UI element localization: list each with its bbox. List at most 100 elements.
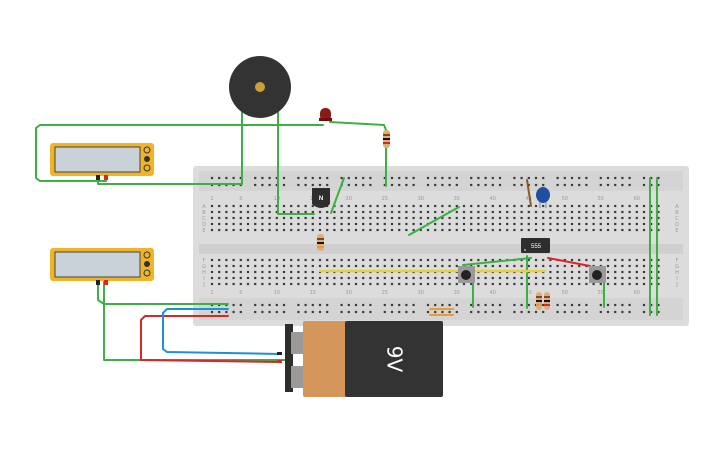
breadboard-hole[interactable]: [520, 222, 523, 226]
multimeter-2-terminal-a[interactable]: [143, 251, 151, 259]
breadboard-hole[interactable]: [218, 264, 221, 268]
breadboard-hole[interactable]: [614, 183, 617, 187]
breadboard-hole[interactable]: [347, 183, 350, 187]
breadboard-hole[interactable]: [542, 276, 545, 280]
battery-9v[interactable]: 9V: [277, 321, 443, 397]
breadboard-hole[interactable]: [419, 258, 422, 262]
breadboard-hole[interactable]: [621, 276, 624, 280]
breadboard-hole[interactable]: [614, 222, 617, 226]
breadboard-hole[interactable]: [268, 258, 271, 262]
breadboard-hole[interactable]: [369, 216, 372, 220]
breadboard-hole[interactable]: [635, 228, 638, 232]
breadboard-hole[interactable]: [354, 258, 358, 262]
breadboard-hole[interactable]: [254, 264, 257, 268]
breadboard-hole[interactable]: [455, 282, 458, 286]
battery-terminal-bottom[interactable]: [291, 366, 303, 388]
breadboard-hole[interactable]: [599, 303, 602, 307]
breadboard-hole[interactable]: [592, 258, 595, 262]
breadboard-hole[interactable]: [520, 216, 523, 220]
breadboard-hole[interactable]: [498, 222, 502, 226]
breadboard-hole[interactable]: [290, 270, 293, 274]
breadboard-hole[interactable]: [441, 310, 444, 314]
breadboard-hole[interactable]: [599, 222, 602, 226]
breadboard-hole[interactable]: [506, 282, 509, 286]
breadboard-hole[interactable]: [232, 303, 235, 307]
breadboard-hole[interactable]: [218, 270, 221, 274]
breadboard-hole[interactable]: [563, 204, 566, 208]
breadboard-hole[interactable]: [462, 222, 466, 226]
breadboard-hole[interactable]: [326, 183, 329, 187]
breadboard-hole[interactable]: [527, 282, 530, 286]
breadboard-hole[interactable]: [290, 228, 293, 232]
breadboard-hole[interactable]: [642, 222, 646, 226]
breadboard-hole[interactable]: [210, 204, 214, 208]
wire-green-transistor-diag[interactable]: [330, 177, 345, 214]
breadboard-hole[interactable]: [657, 258, 660, 262]
breadboard-hole[interactable]: [297, 264, 300, 268]
breadboard-hole[interactable]: [354, 310, 358, 314]
breadboard-hole[interactable]: [304, 303, 307, 307]
breadboard-hole[interactable]: [484, 310, 487, 314]
breadboard-hole[interactable]: [239, 276, 242, 280]
breadboard-hole[interactable]: [506, 276, 509, 280]
breadboard-hole[interactable]: [448, 183, 451, 187]
breadboard-hole[interactable]: [419, 222, 422, 226]
breadboard-hole[interactable]: [297, 210, 300, 214]
breadboard-hole[interactable]: [383, 282, 386, 286]
breadboard-hole[interactable]: [441, 216, 444, 220]
breadboard-hole[interactable]: [218, 204, 221, 208]
breadboard-hole[interactable]: [542, 228, 545, 232]
breadboard-hole[interactable]: [246, 210, 250, 214]
breadboard-hole[interactable]: [333, 228, 336, 232]
breadboard-hole[interactable]: [549, 264, 552, 268]
breadboard-hole[interactable]: [534, 276, 538, 280]
breadboard-hole[interactable]: [657, 303, 660, 307]
breadboard-hole[interactable]: [246, 222, 250, 226]
wire-blue-battery[interactable]: [162, 308, 281, 355]
breadboard-hole[interactable]: [484, 183, 487, 187]
breadboard-hole[interactable]: [455, 176, 458, 180]
breadboard-hole[interactable]: [592, 204, 595, 208]
breadboard-hole[interactable]: [477, 210, 480, 214]
breadboard-hole[interactable]: [383, 310, 386, 314]
breadboard-hole[interactable]: [282, 282, 286, 286]
breadboard-hole[interactable]: [268, 204, 271, 208]
breadboard-hole[interactable]: [282, 176, 286, 180]
breadboard-hole[interactable]: [657, 183, 660, 187]
breadboard-hole[interactable]: [621, 310, 624, 314]
breadboard-hole[interactable]: [498, 282, 502, 286]
breadboard-hole[interactable]: [376, 204, 379, 208]
breadboard-hole[interactable]: [261, 183, 264, 187]
breadboard-hole[interactable]: [563, 216, 566, 220]
breadboard-hole[interactable]: [390, 222, 394, 226]
breadboard-hole[interactable]: [520, 258, 523, 262]
breadboard-hole[interactable]: [470, 222, 473, 226]
breadboard-hole[interactable]: [628, 210, 631, 214]
breadboard-hole[interactable]: [304, 276, 307, 280]
breadboard-hole[interactable]: [304, 216, 307, 220]
breadboard-hole[interactable]: [297, 216, 300, 220]
breadboard-hole[interactable]: [441, 264, 444, 268]
breadboard-hole[interactable]: [628, 183, 631, 187]
breadboard-hole[interactable]: [434, 204, 437, 208]
breadboard-hole[interactable]: [434, 183, 437, 187]
breadboard-hole[interactable]: [527, 222, 530, 226]
breadboard-hole[interactable]: [268, 216, 271, 220]
breadboard-hole[interactable]: [304, 310, 307, 314]
wire-green-meter1-to-rail[interactable]: [97, 109, 243, 185]
breadboard-hole[interactable]: [628, 216, 631, 220]
breadboard-hole[interactable]: [347, 276, 350, 280]
breadboard-hole[interactable]: [232, 264, 235, 268]
breadboard-hole[interactable]: [477, 264, 480, 268]
breadboard-hole[interactable]: [405, 310, 408, 314]
breadboard-hole[interactable]: [585, 258, 588, 262]
breadboard-hole[interactable]: [261, 264, 264, 268]
breadboard-hole[interactable]: [635, 258, 638, 262]
breadboard-hole[interactable]: [542, 204, 545, 208]
breadboard-hole[interactable]: [448, 258, 451, 262]
breadboard-hole[interactable]: [246, 282, 250, 286]
breadboard-hole[interactable]: [578, 258, 581, 262]
breadboard-hole[interactable]: [326, 228, 329, 232]
breadboard-hole[interactable]: [376, 258, 379, 262]
breadboard-hole[interactable]: [556, 276, 559, 280]
